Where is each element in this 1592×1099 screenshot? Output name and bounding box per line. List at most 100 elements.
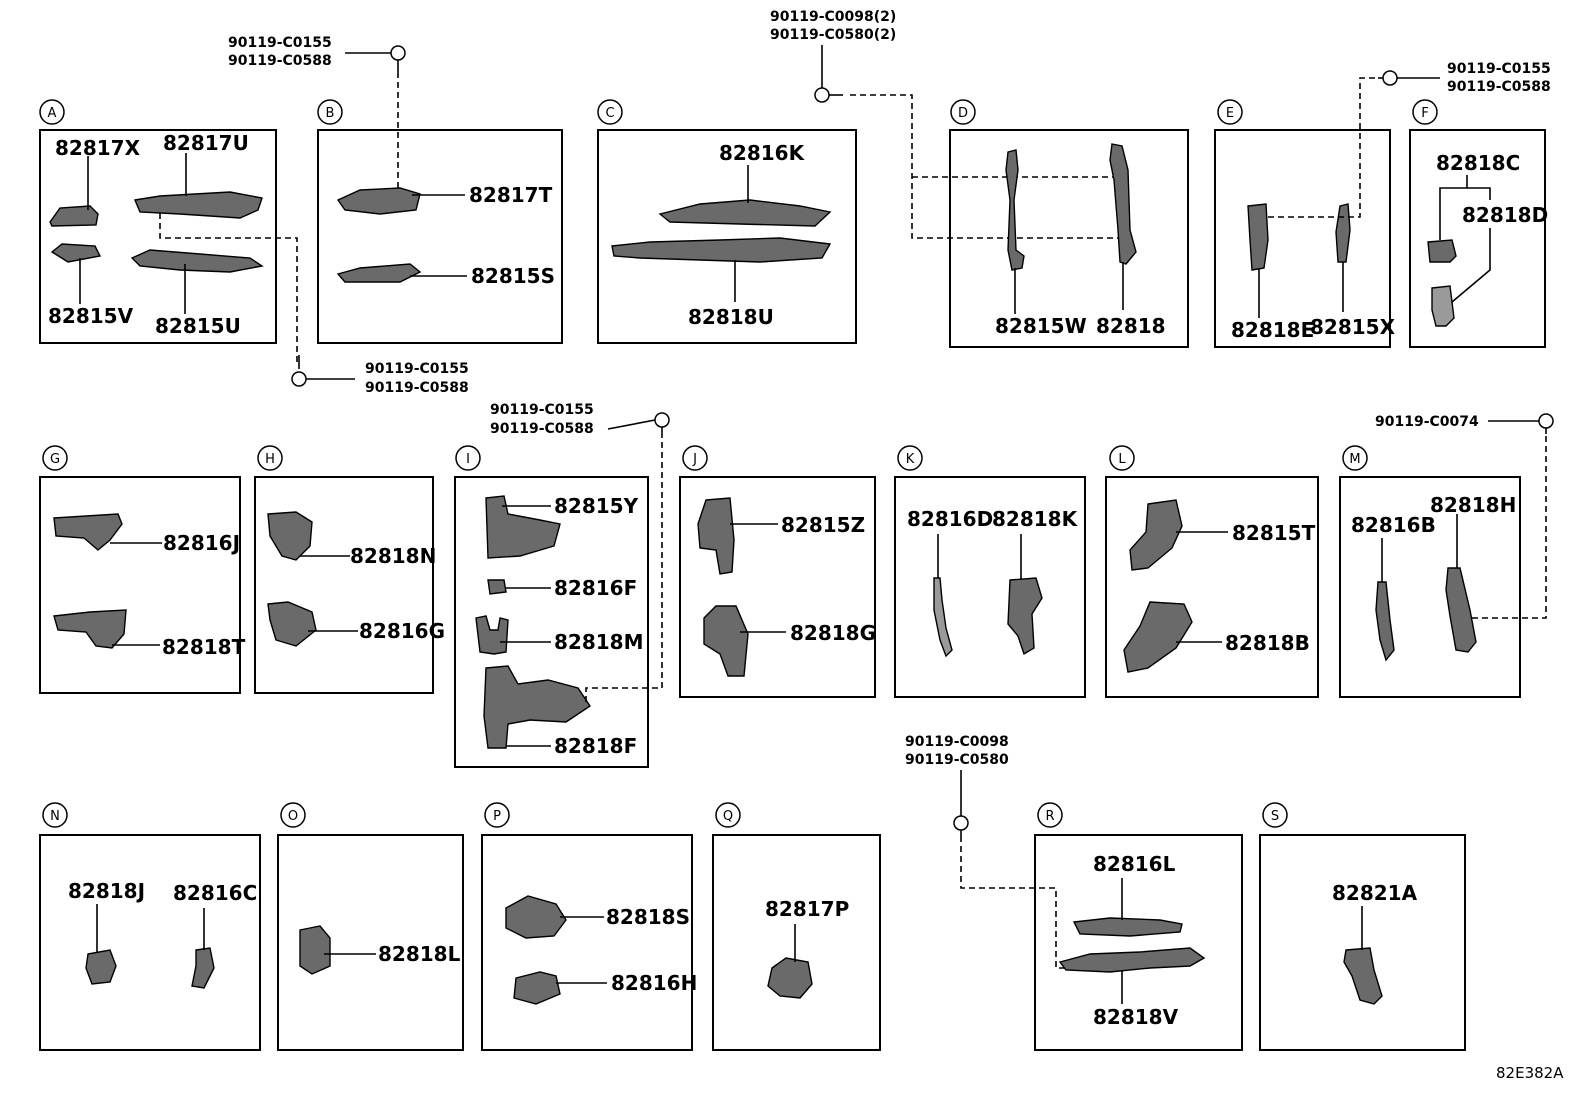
part-82821a-label: 82821A xyxy=(1332,881,1418,905)
part-82816k-drawing xyxy=(658,199,832,227)
part-82815u-drawing xyxy=(130,249,264,273)
screw-s5-pn1: 90119-C0155 xyxy=(490,402,594,418)
section-e-box xyxy=(1214,129,1391,348)
part-82816f-label: 82816F xyxy=(554,576,637,600)
part-82816f-drawing xyxy=(487,579,507,595)
screw-s7-pn1: 90119-C0098 xyxy=(905,734,1009,750)
section-q-letter: Q xyxy=(723,809,733,824)
section-o-box xyxy=(277,834,464,1051)
part-82815z-drawing xyxy=(697,497,735,575)
part-82821a-drawing xyxy=(1343,947,1383,1005)
part-82816d-drawing xyxy=(933,577,953,658)
diagram-reference: 82E382A xyxy=(1496,1064,1564,1082)
part-82815y-label: 82815Y xyxy=(554,494,639,518)
section-p-box xyxy=(481,834,693,1051)
section-n-letter: N xyxy=(50,809,60,824)
section-l-letter: L xyxy=(1118,452,1126,467)
screw-s2-pn2: 90119-C0588 xyxy=(365,380,469,396)
section-b: B 82817T 82815S xyxy=(317,72,563,344)
screw-s4-pn1: 90119-C0155 xyxy=(1447,61,1551,77)
section-r: R 82816L 82818V xyxy=(1034,802,1243,1051)
section-m-box xyxy=(1339,476,1521,698)
part-82818v-drawing xyxy=(1058,947,1206,973)
section-e: E 82818E 82815X xyxy=(1214,77,1396,348)
section-k: K 82816D 82818K xyxy=(894,445,1086,698)
part-82815t-drawing xyxy=(1129,499,1183,571)
screw-s5-pn2: 90119-C0588 xyxy=(490,421,594,437)
part-82817p-label: 82817P xyxy=(765,897,849,921)
section-d: D 82815W 82818 xyxy=(949,99,1189,348)
section-l: L 82815T 82818B xyxy=(1105,445,1319,698)
section-r-marker xyxy=(1037,802,1063,828)
part-82815t-label: 82815T xyxy=(1232,521,1316,545)
section-s-marker xyxy=(1262,802,1288,828)
part-82818-label: 82818 xyxy=(1096,314,1166,338)
part-82818s-drawing xyxy=(505,895,567,939)
section-g: G 82816J 82818T xyxy=(39,445,246,694)
part-82816l-label: 82816L xyxy=(1093,852,1176,876)
part-82818g-label: 82818G xyxy=(790,621,876,645)
part-82816h-label: 82816H xyxy=(611,971,697,995)
part-82818e-label: 82818E xyxy=(1231,318,1314,342)
part-82817u-label: 82817U xyxy=(163,131,249,155)
section-p-marker xyxy=(484,802,510,828)
part-82815x-label: 82815X xyxy=(1310,315,1396,339)
part-82816g-drawing xyxy=(267,601,317,647)
screw-s7-pn2: 90119-C0580 xyxy=(905,752,1009,768)
section-l-marker xyxy=(1109,445,1135,471)
part-82815w-drawing xyxy=(1005,149,1025,271)
section-b-box xyxy=(317,129,563,344)
section-i: I 82815Y 82816F 82818M 82818F xyxy=(454,436,663,768)
screw-s2-pn1: 90119-C0155 xyxy=(365,361,469,377)
screw-s1-pn2: 90119-C0588 xyxy=(228,53,332,69)
screw-s7: 90119-C0098 90119-C0580 xyxy=(905,734,1072,969)
section-o: O 82818L xyxy=(277,802,464,1051)
part-82817x-label: 82817X xyxy=(55,136,141,160)
part-82815y-drawing xyxy=(485,495,561,559)
section-f-box xyxy=(1409,129,1546,348)
part-82815z-label: 82815Z xyxy=(781,513,865,537)
part-82815v-label: 82815V xyxy=(48,304,134,328)
section-p: P 82818S 82816H xyxy=(481,802,697,1051)
section-h-letter: H xyxy=(265,452,275,467)
screw-s7-icon xyxy=(953,815,969,831)
part-82816b-drawing xyxy=(1375,581,1395,662)
section-i-letter: I xyxy=(466,452,470,467)
part-82816j-drawing xyxy=(53,513,123,551)
leader-82818c-left xyxy=(1439,175,1468,240)
part-82818c-label: 82818C xyxy=(1436,151,1520,175)
section-f-letter: F xyxy=(1421,106,1428,121)
section-a-marker xyxy=(39,99,65,125)
part-82818d-drawing xyxy=(1431,285,1455,327)
section-g-box xyxy=(39,476,241,694)
screw-s2: 90119-C0155 90119-C0588 xyxy=(291,355,469,396)
section-i-box xyxy=(454,476,649,768)
section-j-box xyxy=(679,476,876,698)
section-r-letter: R xyxy=(1045,809,1054,824)
leader-82818d xyxy=(1451,228,1491,303)
section-s: S 82821A xyxy=(1259,802,1466,1051)
section-f: F 82818C 82818D xyxy=(1409,99,1548,348)
screw-s3-dashline-lower xyxy=(850,94,1118,239)
screw-s7-dashline xyxy=(960,846,1072,969)
part-82815s-drawing xyxy=(336,263,422,283)
section-n-box xyxy=(39,834,261,1051)
part-82818b-label: 82818B xyxy=(1225,631,1310,655)
screw-s6: 90119-C0074 xyxy=(1375,413,1554,434)
section-b-marker xyxy=(317,99,343,125)
section-a-screw-dashline xyxy=(159,213,298,362)
screw-s5: 90119-C0155 90119-C0588 xyxy=(490,402,670,437)
part-82816c-drawing xyxy=(191,947,215,989)
part-82817t-drawing xyxy=(336,187,421,215)
part-82818l-drawing xyxy=(299,925,331,975)
section-m-marker xyxy=(1342,445,1368,471)
part-82818k-drawing xyxy=(1007,577,1043,656)
section-k-box xyxy=(894,476,1086,698)
part-82818g-drawing xyxy=(703,605,749,677)
part-82815u-label: 82815U xyxy=(155,314,241,338)
screw-s5-leader xyxy=(607,419,656,430)
part-82816b-label: 82816B xyxy=(1351,513,1436,537)
section-l-box xyxy=(1105,476,1319,698)
part-82818h-label: 82818H xyxy=(1430,493,1516,517)
